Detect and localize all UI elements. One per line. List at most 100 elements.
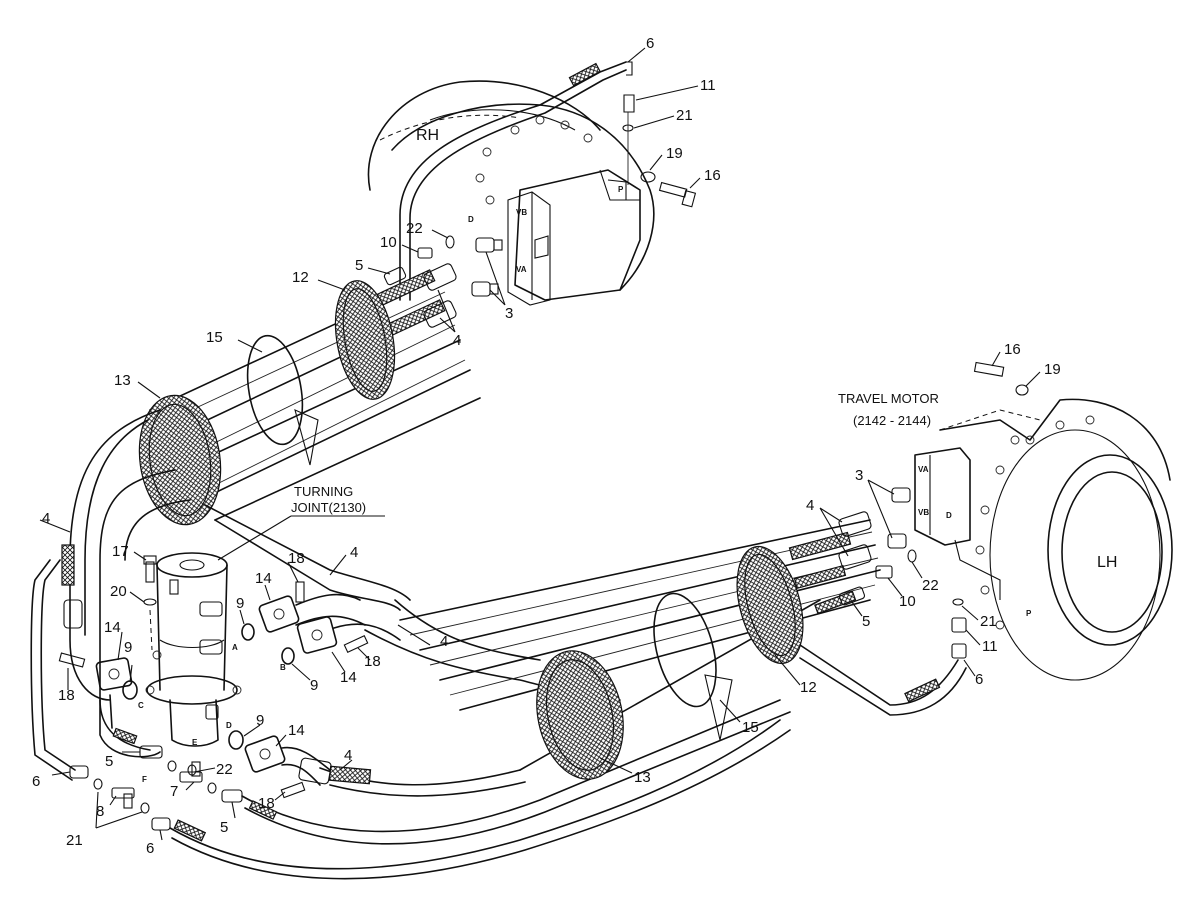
hose-end-4-left [63, 599, 83, 629]
lh-flange-bolts [975, 415, 1095, 630]
callout-18-c: 18 [364, 653, 381, 670]
callout-11-top: 11 [700, 77, 716, 94]
left-hose-loops [30, 409, 411, 781]
rh-port-p-label: P [618, 185, 624, 194]
callout-6-bottom: 6 [146, 840, 154, 857]
callout-5-right: 5 [862, 613, 870, 630]
callout-13-bottom: 13 [634, 769, 651, 786]
tee-7 [179, 761, 203, 783]
callout-22-top: 22 [406, 220, 423, 237]
callout-11-right: 11 [982, 638, 998, 655]
callout-14-d: 14 [288, 722, 305, 739]
rh-travel-motor: VB VA P D RH [367, 80, 655, 306]
washer-20 [143, 598, 157, 606]
oring-22-rh [445, 235, 455, 249]
bolt-18-middle [343, 634, 369, 654]
callout-10-right: 10 [899, 593, 916, 610]
callout-5-top: 5 [355, 257, 363, 274]
tj-port-d-label: D [226, 721, 232, 730]
turning-joint: A B C D E F [138, 552, 286, 784]
fitting-3-upper [475, 237, 503, 253]
callout-20: 20 [110, 583, 127, 600]
bottom-hose-runs [99, 599, 791, 880]
tj-port-a-label: A [232, 643, 238, 652]
washer-19-lh [1015, 384, 1029, 396]
leader-lines [39, 47, 1041, 841]
callout-6-left: 6 [32, 773, 40, 790]
callout-3-right: 3 [855, 467, 863, 484]
rh-fittings [417, 171, 697, 297]
callout-9-a: 9 [124, 639, 132, 656]
callout-5-left: 5 [105, 753, 113, 770]
lh-port-va-label: VA [918, 465, 929, 474]
oring-9-middle [281, 647, 295, 665]
washer-19-rh [640, 171, 656, 183]
oring-22-lh [907, 549, 917, 563]
callout-labels: 6 11 21 19 16 22 10 5 12 3 4 15 13 16 19… [32, 35, 1061, 857]
tj-port-b-label: B [280, 663, 286, 672]
fitting-5-rh [383, 266, 407, 286]
callout-21-right: 21 [980, 613, 997, 630]
callout-4-bottom: 4 [344, 747, 352, 764]
callout-19-top: 19 [666, 145, 683, 162]
turning-joint-leader [217, 515, 385, 561]
fitting-5-bottom [221, 789, 243, 803]
callout-14-b: 14 [255, 570, 272, 587]
callout-9-d: 9 [256, 712, 264, 729]
lh-port-d-label: D [946, 511, 952, 520]
bolt-18-upper [295, 581, 305, 603]
callout-12-right: 12 [800, 679, 817, 696]
tj-port-c-label: C [138, 701, 144, 710]
callout-17: 17 [112, 543, 129, 560]
callout-6-top: 6 [646, 35, 654, 52]
hose-end-4-right-lower [838, 544, 872, 570]
travel-motor-title: TRAVEL MOTOR [838, 391, 939, 406]
fitting-10-rh [417, 247, 433, 259]
oring-22-left-a [167, 760, 177, 772]
flange-14-middle [296, 616, 401, 654]
oring-9-upper [241, 623, 255, 641]
bolt-18-left [58, 652, 86, 668]
callout-13-top: 13 [114, 372, 131, 389]
callout-14-c: 14 [340, 669, 357, 686]
callout-4-right: 4 [806, 497, 814, 514]
lh-travel-motor: VA VB D P LH TRAVEL MOTOR (2142 - 2144) [838, 391, 1173, 681]
callout-19-right: 19 [1044, 361, 1061, 378]
fitting-3-lh-lower [887, 533, 907, 549]
rh-motor-label: RH [416, 127, 439, 144]
callout-18-bottom: 18 [258, 795, 275, 812]
hose-end-4-bottom [298, 757, 332, 785]
rh-flange-bolts [475, 115, 593, 205]
callout-10-top: 10 [380, 234, 397, 251]
callout-4-left: 4 [42, 510, 50, 527]
oring-21-left-b [140, 802, 150, 814]
callout-4-mid: 4 [350, 544, 358, 561]
callout-4-mid2: 4 [440, 633, 448, 650]
oring-9-lower [228, 730, 244, 750]
callout-16-top: 16 [704, 167, 721, 184]
fitting-5-right [838, 586, 866, 606]
lh-fittings [875, 361, 1029, 659]
band-13-rh [138, 394, 222, 526]
clamp-15-rh [246, 334, 319, 466]
fitting-6-lh [951, 643, 967, 659]
callout-8: 8 [96, 803, 104, 820]
callout-22-right: 22 [922, 577, 939, 594]
turning-joint-label-line1: TURNING [294, 484, 353, 499]
lower-hose-bundle [399, 511, 967, 780]
callout-3-top: 3 [505, 305, 513, 322]
hose-end-4-right-upper [838, 511, 872, 537]
clamp-15-lh [653, 592, 733, 741]
band-13-lh [536, 650, 624, 780]
lh-port-vb-label: VB [918, 508, 929, 517]
callout-21-left: 21 [66, 832, 83, 849]
rh-port-va-label: VA [516, 265, 527, 274]
callout-12-top: 12 [292, 269, 309, 286]
callout-18-b: 18 [288, 550, 305, 567]
tj-port-f-label: F [142, 775, 147, 784]
bolt-16-lh [973, 361, 1005, 377]
fitting-10-lh [875, 565, 893, 579]
callout-7: 7 [170, 783, 178, 800]
bolt-18-lower [280, 781, 306, 799]
